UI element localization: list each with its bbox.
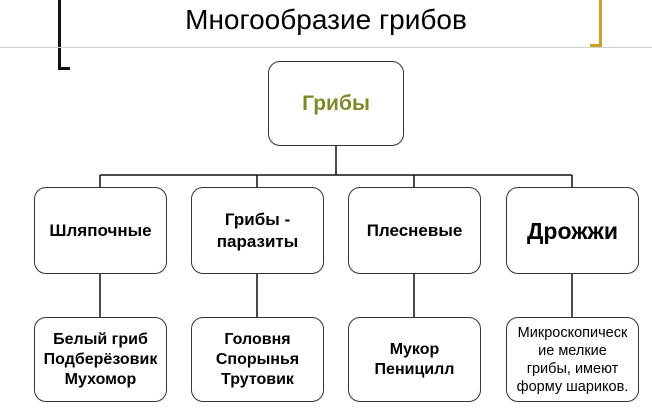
title-divider (0, 47, 652, 48)
leaf-node-molds: Мукор Пеницилл (348, 317, 481, 402)
category-node-cap-mushrooms: Шляпочные (34, 187, 167, 274)
right-bracket-decoration (590, 0, 602, 47)
left-bracket-decoration (58, 0, 70, 70)
leaf-node-yeasts: Микроскопическ ие мелкие грибы, имеют фо… (506, 317, 639, 402)
leaf-node-parasitic-fungi: Головня Спорынья Трутовик (191, 317, 324, 402)
leaf-node-cap-mushrooms: Белый гриб Подберёзовик Мухомор (34, 317, 167, 402)
category-node-parasitic-fungi: Грибы - паразиты (191, 187, 324, 274)
root-node: Грибы (268, 61, 404, 146)
category-node-yeasts: Дрожжи (506, 187, 639, 274)
slide-title: Многообразие грибов (185, 4, 467, 35)
category-node-molds: Плесневые (348, 187, 481, 274)
